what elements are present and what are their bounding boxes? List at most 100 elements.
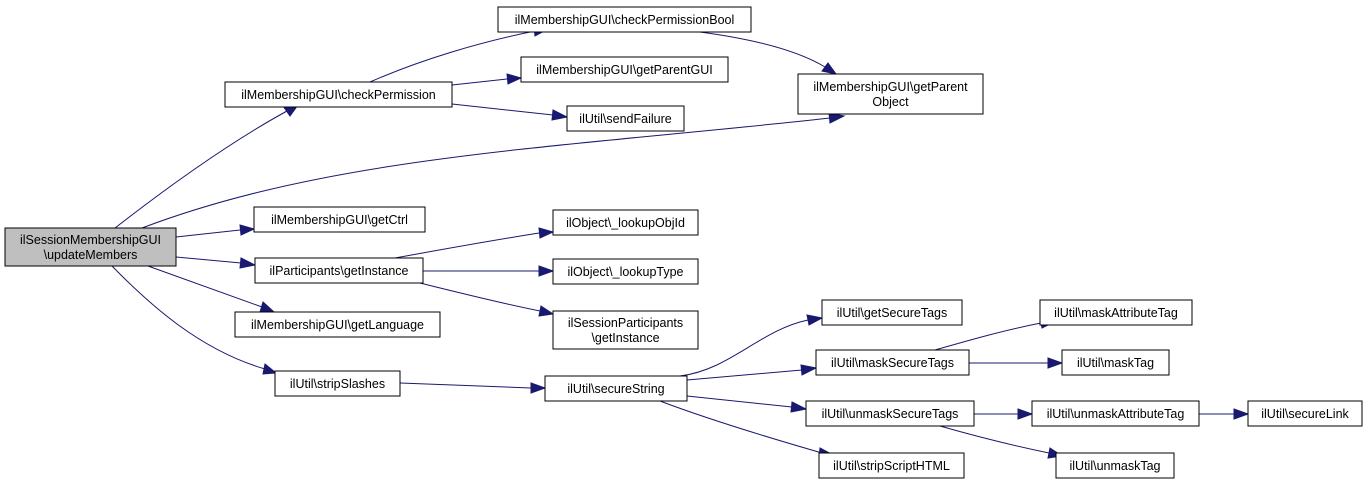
node-label: ilMembershipGUI\getLanguage [251,318,424,332]
node-label: ilUtil\unmaskTag [1069,459,1160,473]
edge-checkPermissionBool-to-getParentObject [699,31,838,75]
node-box[interactable] [274,370,401,397]
node-box[interactable] [254,257,424,284]
edge-root-to-stripSlashes [111,265,278,375]
node-label: ilObject\_lookupObjId [566,216,685,230]
node-lookupObjId[interactable]: ilObject\_lookupObjId [552,209,699,236]
edge-line [114,110,288,229]
node-box[interactable] [1061,349,1170,376]
edge-line [175,229,241,238]
edge-line [369,30,536,83]
node-label: ilUtil\maskSecureTags [831,356,954,370]
node-label: ilUtil\unmaskAttributeTag [1047,407,1185,421]
node-maskTag[interactable]: ilUtil\maskTag [1061,349,1170,376]
arrowhead-icon [1047,357,1064,369]
node-box[interactable] [797,73,984,115]
node-getSecureTags[interactable]: ilUtil\getSecureTags [821,299,963,326]
edge-participantsGetInstance-to-sessionParticipantsGetInstance [419,282,555,317]
arrowhead-icon [800,364,818,376]
node-checkPermission[interactable]: ilMembershipGUI\checkPermission [224,81,453,108]
node-root[interactable]: ilSessionMembershipGUI\updateMembers [4,227,177,267]
edge-secureString-to-getSecureTags [679,314,824,377]
node-maskAttributeTag[interactable]: ilUtil\maskAttributeTag [1039,299,1193,326]
nodes-layer: ilSessionMembershipGUI\updateMembers ilMe… [4,6,1363,479]
node-label: ilMembershipGUI\getParent [813,80,968,94]
node-sessionParticipantsGetInstance[interactable]: ilSessionParticipants\getInstance [552,310,699,350]
edge-line [451,78,508,86]
node-maskSecureTags[interactable]: ilUtil\maskSecureTags [815,349,970,376]
node-box[interactable] [821,299,963,326]
arrowhead-icon [530,382,547,394]
node-box[interactable] [805,400,975,427]
node-box[interactable] [4,227,177,267]
arrowhead-icon [551,109,569,121]
node-getLanguage[interactable]: ilMembershipGUI\getLanguage [234,311,441,338]
node-box[interactable] [1247,400,1363,427]
node-participantsGetInstance[interactable]: ilParticipants\getInstance [254,257,424,284]
node-label: ilMembershipGUI\getCtrl [271,213,408,227]
edge-line [399,382,532,389]
edge-line [451,103,554,116]
edge-unmaskSecureTags-to-unmaskAttributeTag [974,408,1034,420]
node-label: ilUtil\stripScriptHTML [833,459,950,473]
node-getParentGUI[interactable]: ilMembershipGUI\getParentGUI [520,56,729,83]
node-unmaskTag[interactable]: ilUtil\unmaskTag [1055,452,1175,479]
node-unmaskAttributeTag[interactable]: ilUtil\unmaskAttributeTag [1031,400,1200,427]
arrowhead-icon [262,363,278,375]
node-checkPermissionBool[interactable]: ilMembershipGUI\checkPermissionBool [497,6,752,33]
node-secureLink[interactable]: ilUtil\secureLink [1247,400,1363,427]
node-box[interactable] [1055,452,1175,479]
node-label: \getInstance [591,331,659,345]
node-label: Object [872,95,909,109]
node-box[interactable] [552,258,699,285]
edge-root-to-getParentObject [141,112,846,229]
node-label: ilSessionParticipants [568,316,683,330]
node-label: \updateMembers [44,248,138,262]
arrowhead-icon [538,305,555,317]
node-label: ilObject\_lookupType [567,265,683,279]
node-box[interactable] [566,105,685,132]
node-box[interactable] [1039,299,1193,326]
node-box[interactable] [234,311,441,338]
edge-secureString-to-unmaskSecureTags [686,395,808,413]
node-box[interactable] [253,206,426,233]
node-secureString[interactable]: ilUtil\secureString [544,375,688,402]
node-box[interactable] [544,375,688,402]
edge-secureString-to-maskSecureTags [686,364,818,381]
edge-checkPermission-to-getParentGUI [451,73,523,86]
node-sendFailure[interactable]: ilUtil\sendFailure [566,105,685,132]
edge-line [686,395,793,408]
node-box[interactable] [1031,400,1200,427]
edge-line [659,400,823,454]
node-box[interactable] [224,81,453,108]
node-stripSlashes[interactable]: ilUtil\stripSlashes [274,370,401,397]
node-box[interactable] [815,349,970,376]
node-unmaskSecureTags[interactable]: ilUtil\unmaskSecureTags [805,400,975,427]
node-box[interactable] [552,209,699,236]
node-label: ilUtil\secureLink [1261,407,1349,421]
node-box[interactable] [818,452,965,479]
edge-participantsGetInstance-to-lookupType [423,265,555,277]
node-label: ilUtil\maskTag [1077,356,1154,370]
node-getCtrl[interactable]: ilMembershipGUI\getCtrl [253,206,426,233]
edge-line [111,265,266,370]
node-label: ilParticipants\getInstance [270,264,409,278]
arrowhead-icon [259,301,276,313]
node-label: ilUtil\maskAttributeTag [1054,306,1178,320]
node-label: ilUtil\secureString [567,382,664,396]
arrowhead-icon [239,224,256,236]
node-box[interactable] [552,310,699,350]
edge-line [699,31,826,68]
node-lookupType[interactable]: ilObject\_lookupType [552,258,699,285]
node-label: ilUtil\unmaskSecureTags [822,407,959,421]
edge-line [686,369,803,381]
edge-line [419,282,541,312]
node-box[interactable] [497,6,752,33]
edge-unmaskAttributeTag-to-secureLink [1199,408,1250,420]
node-stripScriptHTML[interactable]: ilUtil\stripScriptHTML [818,452,965,479]
arrowhead-icon [1017,408,1034,420]
node-box[interactable] [520,56,729,83]
node-label: ilUtil\stripSlashes [290,377,385,391]
